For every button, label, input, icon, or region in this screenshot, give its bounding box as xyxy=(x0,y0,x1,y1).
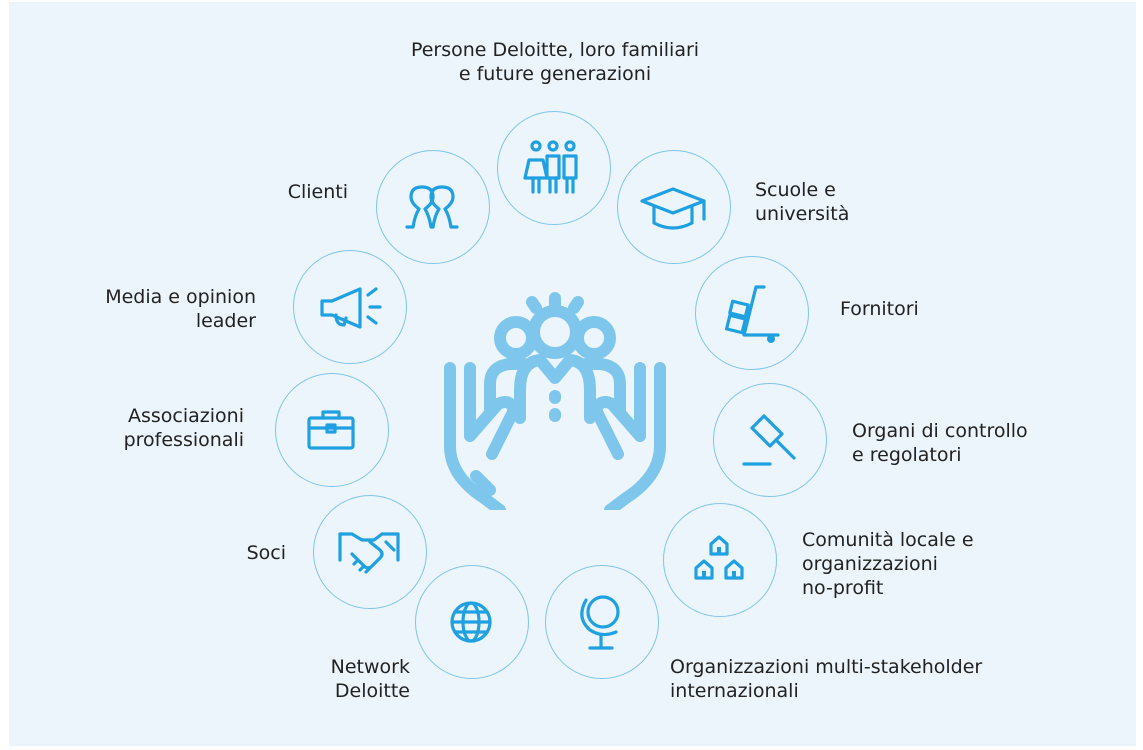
hand-truck-icon xyxy=(724,285,780,343)
node-soci xyxy=(313,495,427,609)
node-fornitori xyxy=(695,256,809,370)
label-clienti: Clienti xyxy=(287,181,348,203)
label-fornitori: Fornitori xyxy=(840,298,919,320)
hands-holding-people-icon xyxy=(440,286,670,516)
people-group-icon xyxy=(523,140,578,194)
node-network xyxy=(415,565,529,679)
node-associazioni xyxy=(275,373,389,487)
node-multi xyxy=(545,565,659,679)
houses-icon xyxy=(694,535,744,580)
graduation-cap-icon xyxy=(640,187,706,230)
globe-stand-icon xyxy=(580,595,620,650)
globe-icon xyxy=(450,601,492,643)
node-persone xyxy=(497,111,611,225)
node-organi xyxy=(713,383,827,497)
briefcase-icon xyxy=(307,410,355,450)
node-comunita xyxy=(663,503,777,617)
handshake-icon xyxy=(338,532,400,574)
node-clienti xyxy=(376,150,490,264)
node-media xyxy=(293,250,407,364)
label-soci: Soci xyxy=(246,542,286,564)
megaphone-icon xyxy=(320,287,382,329)
clients-icon xyxy=(405,185,459,229)
gavel-icon xyxy=(742,414,796,466)
node-scuole xyxy=(617,150,731,264)
